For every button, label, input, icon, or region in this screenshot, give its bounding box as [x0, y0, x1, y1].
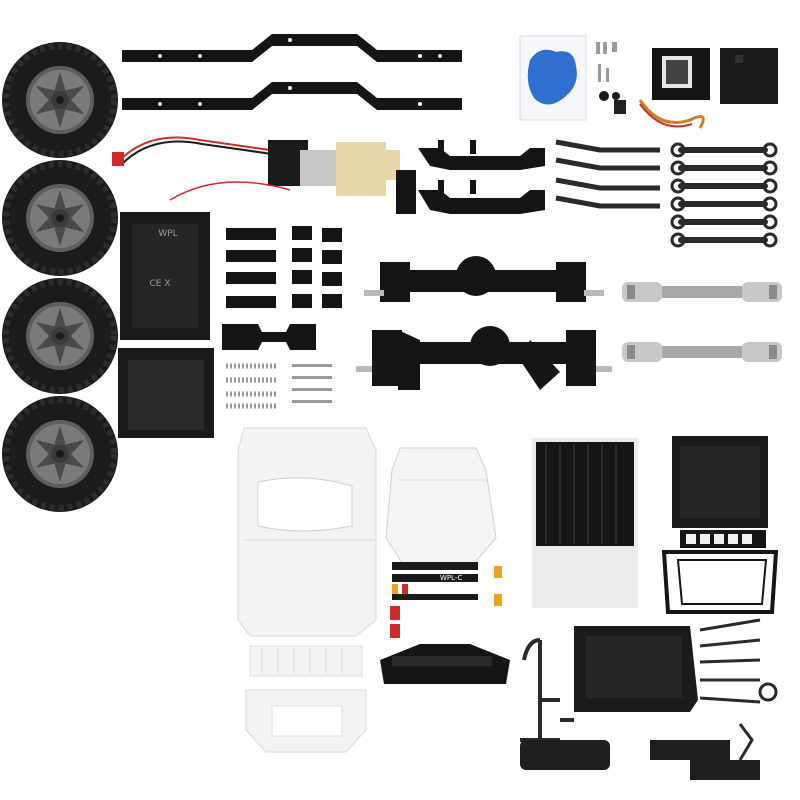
axles: [356, 256, 612, 390]
straight-links: [670, 142, 778, 248]
screws-pack: [596, 42, 620, 101]
interior-tray: [520, 618, 778, 780]
decal-logo: WPL-C: [440, 574, 462, 582]
tire-3: [2, 278, 118, 394]
tires: [2, 42, 118, 512]
springs: [226, 364, 332, 406]
battery-box-brand: WPL: [158, 229, 177, 239]
battery-box: WPL CE X: [118, 212, 214, 438]
driveshafts: [622, 282, 782, 362]
motor-gearbox: [112, 136, 416, 214]
tire-2: [2, 160, 118, 276]
shock-mounts: [418, 140, 545, 214]
chassis-rail-1: [122, 34, 462, 62]
light-bar: [680, 530, 766, 548]
hood-piece: [672, 436, 768, 528]
body-shell: [237, 427, 377, 637]
truck-bed: [532, 438, 638, 608]
bumper: [380, 644, 510, 684]
chassis-rail-2: [122, 82, 462, 110]
chassis-rails: [122, 34, 462, 110]
body-posts: [222, 226, 342, 350]
grille-white: [245, 645, 367, 753]
tire-4: [2, 396, 118, 512]
servo: [614, 48, 778, 129]
suspension-links: [555, 139, 660, 209]
decal-sheet: WPL-C: [390, 562, 502, 638]
cert-marks: CE X: [150, 279, 171, 289]
tire-1: [2, 42, 118, 158]
silica-gel-pack: [519, 35, 587, 121]
windshield: [385, 447, 497, 567]
grille-frame: [661, 550, 779, 614]
